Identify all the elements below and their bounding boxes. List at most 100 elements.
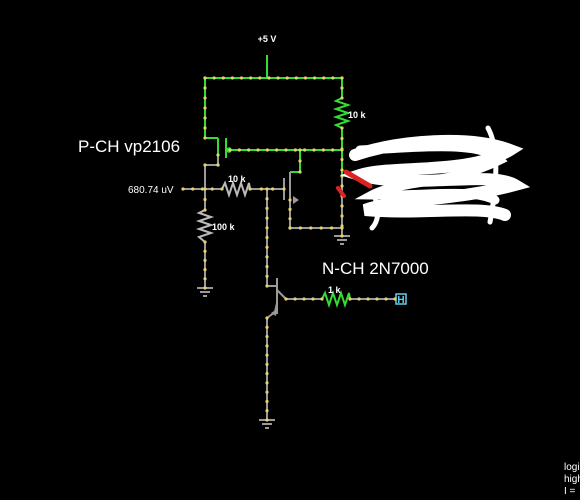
current-dot <box>212 76 216 80</box>
current-dot <box>303 148 307 152</box>
current-dot <box>340 184 344 188</box>
resistor-pulldown-100k[interactable] <box>195 209 215 243</box>
current-dot <box>203 76 207 80</box>
current-dot <box>322 76 326 80</box>
current-dot <box>191 187 195 191</box>
current-dot <box>265 353 269 357</box>
r-output-label: 1 k <box>328 285 342 295</box>
current-dot <box>265 316 269 320</box>
current-dot <box>298 226 302 230</box>
current-dot <box>271 187 275 191</box>
current-dot <box>203 268 207 272</box>
scribble-redaction <box>336 125 531 231</box>
current-dot <box>265 399 269 404</box>
current-dot <box>288 226 292 230</box>
current-dot <box>210 187 214 191</box>
current-dot <box>340 157 344 162</box>
current-dot <box>265 197 269 201</box>
info-line-1: logi <box>564 462 580 473</box>
current-dot <box>265 226 269 230</box>
pmos-source-wire <box>204 78 218 139</box>
r-pulldown-label: 100 k <box>212 222 236 232</box>
current-dot <box>298 170 302 174</box>
current-dot <box>340 214 344 218</box>
current-dot <box>311 297 315 301</box>
current-dot <box>265 216 269 220</box>
current-dot <box>340 234 344 238</box>
current-dot <box>258 76 262 80</box>
current-dot <box>393 297 397 301</box>
current-dot <box>276 76 280 80</box>
current-dot <box>249 76 253 80</box>
current-dot <box>340 204 344 208</box>
current-dot <box>357 297 361 301</box>
current-dot <box>265 148 269 152</box>
current-dot <box>309 226 313 230</box>
current-dot <box>203 286 207 290</box>
current-dot <box>294 76 298 80</box>
current-dot <box>293 148 297 152</box>
current-dot <box>216 163 220 167</box>
current-dot <box>331 76 335 80</box>
current-dot <box>203 249 207 253</box>
resistor-top-10k[interactable] <box>332 97 352 129</box>
current-dot <box>384 297 388 301</box>
current-dot <box>237 148 241 152</box>
current-dot <box>312 148 316 152</box>
current-dot <box>348 297 352 301</box>
current-dot <box>228 148 232 152</box>
current-dot <box>265 362 269 366</box>
current-dot <box>203 258 207 262</box>
current-dot <box>293 297 297 301</box>
nmos-label: N-CH 2N7000 <box>322 259 429 278</box>
pmos-transistor[interactable] <box>217 138 232 158</box>
npn-bjt-transistor[interactable] <box>271 278 287 316</box>
current-dot <box>340 148 344 152</box>
current-dot <box>298 159 302 163</box>
current-dot <box>366 297 370 301</box>
current-dot <box>265 206 269 210</box>
r-series-label: 10 k <box>228 174 247 184</box>
current-dot <box>265 187 269 191</box>
current-dot <box>200 187 205 191</box>
resistor-output-1k[interactable] <box>321 289 351 309</box>
current-dot <box>216 153 220 157</box>
pmos-label: P-CH vp2106 <box>78 137 180 156</box>
current-dot <box>340 96 344 100</box>
current-dot <box>267 76 271 80</box>
current-dot <box>303 76 308 80</box>
current-dot <box>321 148 325 152</box>
current-dot <box>340 76 344 80</box>
current-dot <box>265 372 269 376</box>
current-dot <box>203 187 207 191</box>
current-dot <box>203 126 207 130</box>
current-dot <box>203 163 207 167</box>
nmos-transistor[interactable] <box>283 172 299 204</box>
current-dot <box>313 76 317 80</box>
current-dot <box>203 96 207 100</box>
current-dot <box>220 187 224 191</box>
current-dot <box>340 86 344 90</box>
current-dot <box>203 197 207 202</box>
current-dot <box>302 297 306 301</box>
info-line-2: high <box>564 474 580 485</box>
current-dot <box>285 76 289 80</box>
input-voltage-label: 680.74 uV <box>128 185 174 196</box>
current-dot <box>265 325 269 329</box>
current-dot <box>259 187 263 191</box>
current-dot <box>265 409 269 413</box>
output-probe-icon[interactable]: H <box>395 293 407 306</box>
current-dot <box>248 187 252 191</box>
nmos-source-wire <box>289 200 343 236</box>
current-dot <box>340 224 344 228</box>
resistor-series-10k[interactable] <box>221 179 251 199</box>
current-dot <box>265 265 269 269</box>
current-dot <box>340 126 344 130</box>
current-dot <box>340 136 344 141</box>
current-dot <box>256 148 260 152</box>
current-dot <box>288 217 292 221</box>
current-dot <box>265 274 269 278</box>
current-dot <box>181 187 185 191</box>
